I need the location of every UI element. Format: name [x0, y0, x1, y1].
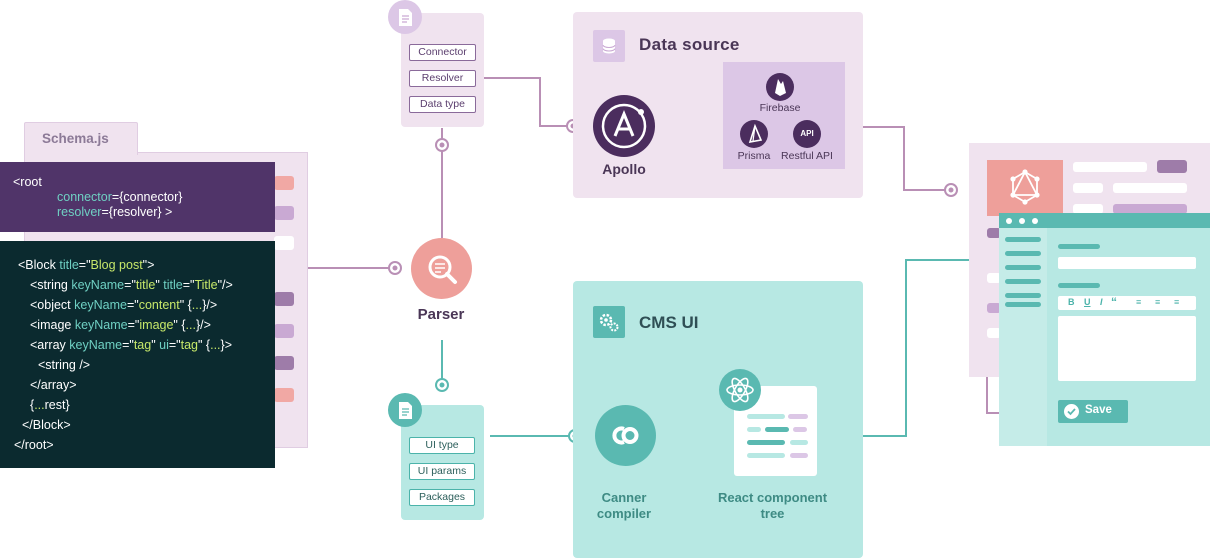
- database-icon: [593, 30, 625, 62]
- code-line: </array>: [30, 378, 77, 392]
- admin-deco-bar: [987, 228, 1001, 238]
- firebase-label: Firebase: [759, 102, 801, 114]
- schema-file-tab[interactable]: Schema.js: [24, 122, 138, 155]
- react-icon: [719, 369, 761, 411]
- tree-bar: [765, 427, 789, 432]
- root-connector-line: connector={connector}: [57, 190, 183, 204]
- rich-text-toolbar: B U I “ ≡ ≡ ≡: [1058, 295, 1196, 310]
- root-code-block: <root connector={connector} resolver={re…: [0, 162, 275, 232]
- schema-deco-bar: [274, 236, 294, 250]
- code-line: {...rest}: [30, 398, 70, 412]
- sidebar-item[interactable]: [1005, 302, 1041, 307]
- admin-deco-bar: [987, 273, 1001, 283]
- resolver-tag[interactable]: Resolver: [409, 70, 476, 87]
- connector-tag[interactable]: Connector: [409, 44, 476, 61]
- admin-deco-bar: [1113, 183, 1187, 193]
- save-button-label: Save: [1085, 404, 1112, 416]
- align-center-button[interactable]: ≡: [1155, 297, 1161, 307]
- schema-deco-bar: [274, 206, 294, 220]
- sidebar-item[interactable]: [1005, 293, 1041, 298]
- admin-deco-bar: [1073, 204, 1103, 214]
- sidebar-item[interactable]: [1005, 279, 1041, 284]
- block-code-block: <Block title="Blog post"> <string keyNam…: [0, 241, 275, 468]
- packages-tag[interactable]: Packages: [409, 489, 475, 506]
- code-line: <object keyName="content" {...}/>: [30, 298, 218, 312]
- graphql-icon: [987, 160, 1063, 216]
- save-button[interactable]: Save: [1058, 400, 1128, 423]
- schema-deco-bar: [274, 388, 294, 402]
- api-badge-text: API: [800, 129, 814, 138]
- admin-deco-bar: [1157, 160, 1187, 173]
- sidebar-item[interactable]: [1005, 251, 1041, 256]
- window-dot: [1032, 218, 1038, 224]
- react-component-tree-label: React component tree: [717, 490, 828, 521]
- schema-deco-bar: [274, 292, 294, 306]
- root-resolver-line: resolver={resolver} >: [57, 205, 173, 219]
- parser-label: Parser: [417, 306, 465, 323]
- tree-bar: [790, 440, 808, 445]
- window-dot: [1006, 218, 1012, 224]
- ui-type-tag[interactable]: UI type: [409, 437, 475, 454]
- rich-text-area[interactable]: [1058, 316, 1196, 381]
- ui-params-tag[interactable]: UI params: [409, 463, 475, 480]
- restful-api-label: Restful API: [781, 150, 833, 162]
- apollo-label: Apollo: [602, 161, 646, 177]
- cms-ui-title: CMS UI: [639, 313, 699, 332]
- root-line: <root: [13, 175, 42, 189]
- italic-button[interactable]: I: [1100, 297, 1103, 307]
- prisma-icon[interactable]: [740, 120, 768, 148]
- code-line: </root>: [14, 438, 54, 452]
- underline-button[interactable]: U: [1084, 297, 1091, 307]
- data-type-tag[interactable]: Data type: [409, 96, 476, 113]
- align-left-button[interactable]: ≡: [1136, 297, 1142, 307]
- prisma-label: Prisma: [737, 150, 771, 162]
- admin-deco-bar: [987, 328, 1001, 338]
- editor-sidebar: [999, 228, 1047, 446]
- tree-bar: [788, 414, 808, 419]
- data-source-title: Data source: [639, 35, 740, 54]
- field-label: [1058, 283, 1100, 288]
- tree-bar: [790, 453, 808, 458]
- tree-bar: [747, 453, 785, 458]
- api-icon[interactable]: API: [793, 120, 821, 148]
- firebase-icon[interactable]: [766, 73, 794, 101]
- tree-bar: [747, 440, 785, 445]
- check-icon: [1064, 404, 1079, 419]
- code-line: <Block title="Blog post">: [18, 258, 155, 272]
- schema-deco-bar: [274, 356, 294, 370]
- wire-datasource-ui: [862, 126, 950, 191]
- schema-deco-bar: [274, 176, 294, 190]
- canner-compiler-label: Canner compiler: [596, 490, 652, 521]
- code-line: </Block>: [22, 418, 71, 432]
- sidebar-item[interactable]: [1005, 237, 1041, 242]
- document-icon: [388, 393, 422, 427]
- quote-button[interactable]: “: [1111, 295, 1117, 309]
- document-icon: [388, 0, 422, 34]
- tree-bar: [793, 427, 807, 432]
- schema-deco-bar: [274, 324, 294, 338]
- schema-file-tab-label: Schema.js: [42, 131, 109, 146]
- tree-bar: [747, 414, 785, 419]
- canner-compiler-icon[interactable]: [595, 405, 656, 466]
- apollo-icon[interactable]: [593, 95, 655, 157]
- admin-deco-bar: [1073, 183, 1103, 193]
- wire-resolver-apollo: [478, 77, 574, 127]
- tree-bar: [747, 427, 761, 432]
- gears-icon: [593, 306, 625, 338]
- code-line: <string keyName="title" title="Title"/>: [30, 278, 233, 292]
- editor-titlebar: [999, 213, 1210, 228]
- parser-icon[interactable]: [411, 238, 472, 299]
- code-line: <image keyName="image" {...}/>: [30, 318, 211, 332]
- window-dot: [1019, 218, 1025, 224]
- sidebar-item[interactable]: [1005, 265, 1041, 270]
- align-right-button[interactable]: ≡: [1174, 297, 1180, 307]
- code-line: <string />: [38, 358, 91, 372]
- admin-deco-bar: [1073, 162, 1147, 172]
- field-label: [1058, 244, 1100, 249]
- admin-deco-bar: [987, 303, 1001, 313]
- bold-button[interactable]: B: [1068, 297, 1075, 307]
- admin-deco-bar: [1113, 204, 1187, 214]
- code-line: <array keyName="tag" ui="tag" {...}>: [30, 338, 232, 352]
- title-input[interactable]: [1058, 257, 1196, 269]
